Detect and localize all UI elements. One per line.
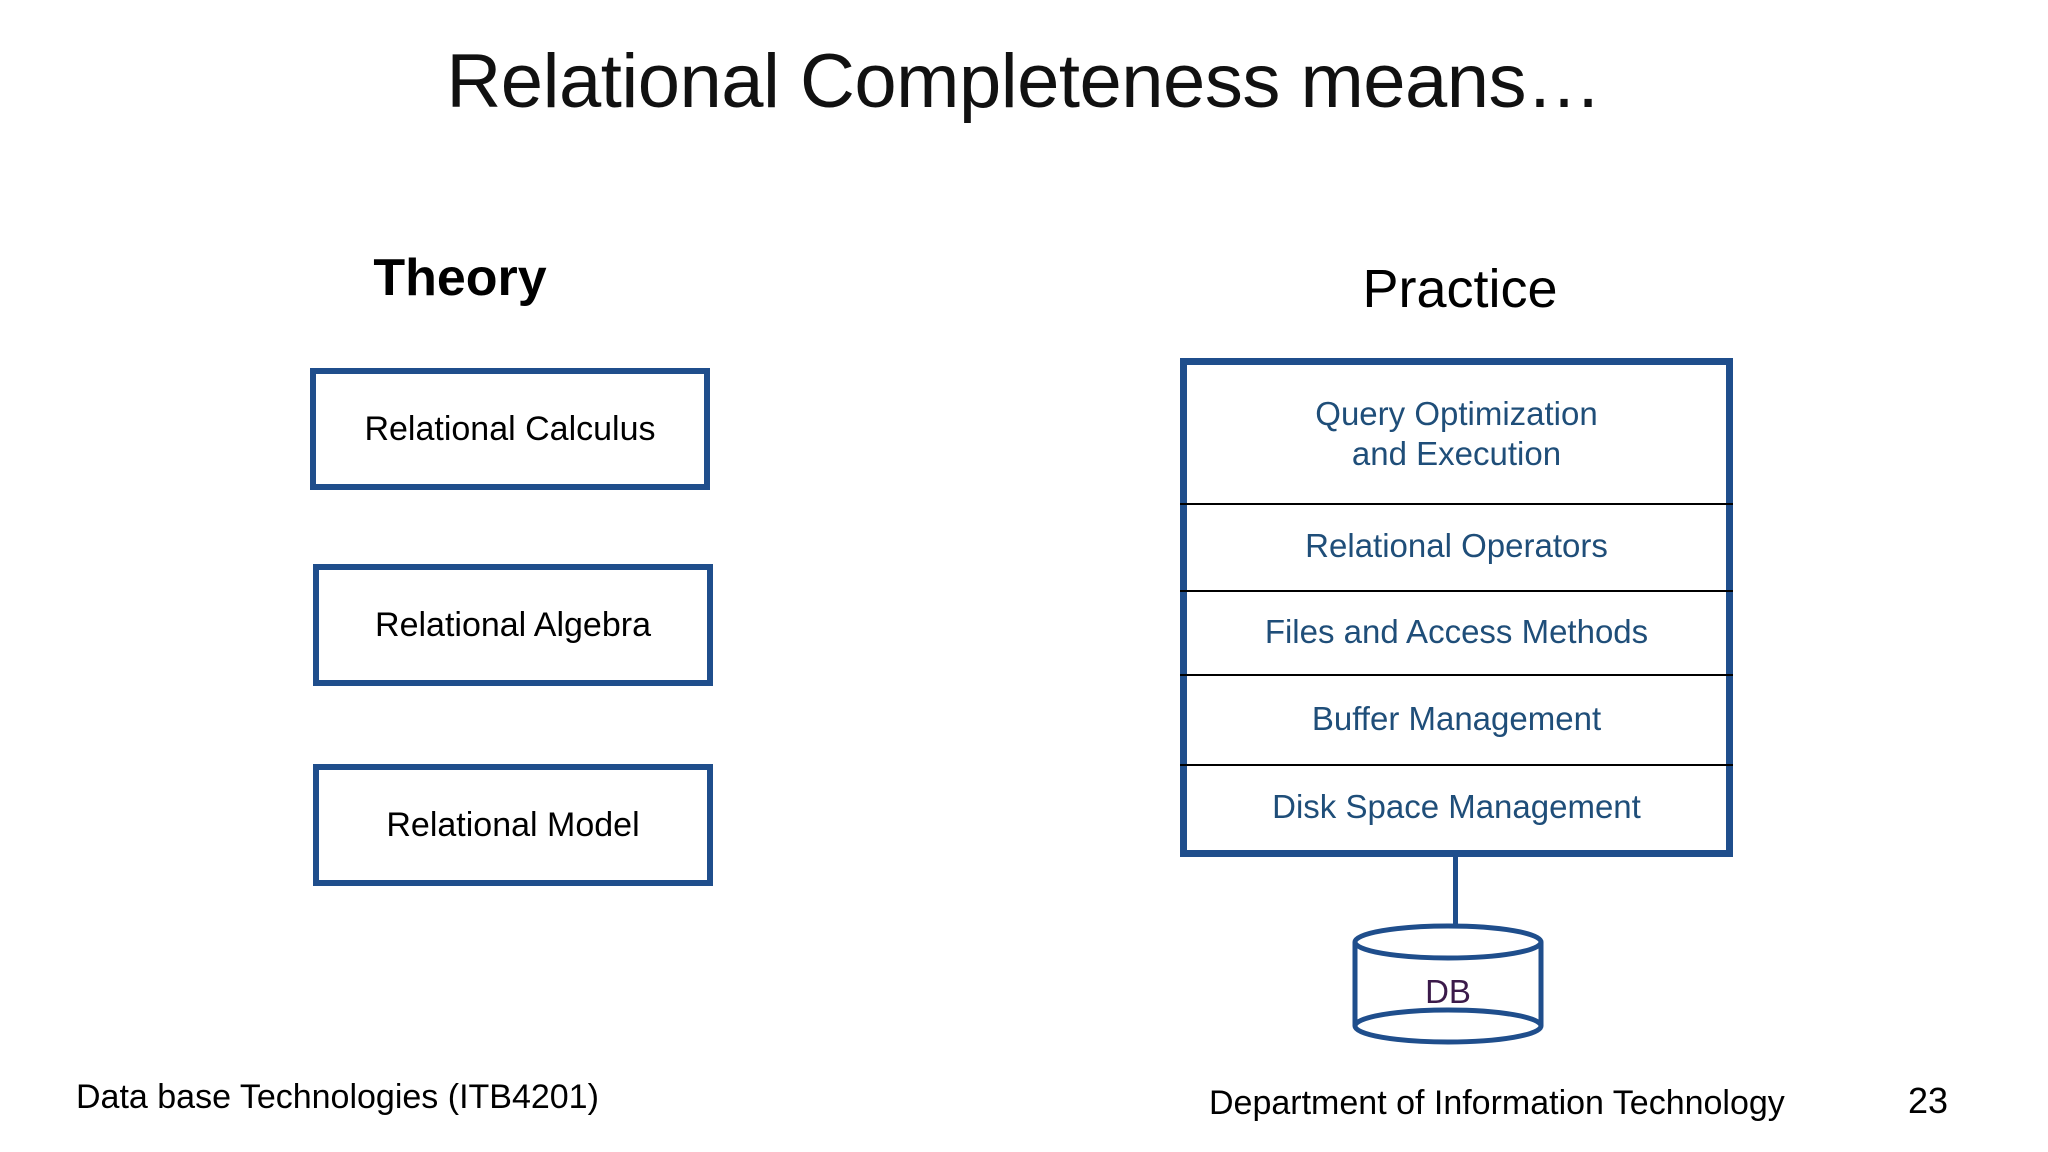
theory-box-label: Relational Model bbox=[386, 805, 640, 844]
stack-layer-label: Files and Access Methods bbox=[1264, 612, 1649, 650]
practice-stack: Query Optimization and Execution Relatio… bbox=[1180, 358, 1733, 857]
stack-layer-label: Buffer Management bbox=[1311, 699, 1602, 737]
theory-box-label: Relational Calculus bbox=[364, 409, 656, 448]
stack-layer-label: Disk Space Management bbox=[1272, 787, 1641, 825]
database-label: DB bbox=[1425, 973, 1471, 1010]
theory-box-relational-model: Relational Model bbox=[313, 764, 713, 886]
theory-heading: Theory bbox=[373, 249, 547, 307]
stack-layer-relational-operators: Relational Operators bbox=[1180, 503, 1733, 590]
stack-layer-buffer-management: Buffer Management bbox=[1180, 674, 1733, 764]
stack-layer-query-optimization-and-execution: Query Optimization and Execution bbox=[1187, 365, 1726, 503]
stack-layer-label: Relational Operators bbox=[1305, 527, 1608, 565]
theory-box-label: Relational Algebra bbox=[375, 605, 651, 644]
footer-page-number: 23 bbox=[1908, 1080, 1949, 1121]
stack-layer-files-and-access-methods: Files and Access Methods bbox=[1180, 590, 1733, 674]
database-cylinder-icon bbox=[1348, 923, 1548, 1045]
page-title: Relational Completeness means… bbox=[446, 39, 1602, 124]
stack-layer-disk-space-management: Disk Space Management bbox=[1180, 764, 1733, 850]
footer-department-name: Department of Information Technology bbox=[1209, 1084, 1785, 1122]
stack-layer-label-line2: and Execution bbox=[1351, 435, 1562, 472]
practice-heading: Practice bbox=[1362, 259, 1558, 319]
stack-layer-label-line1: Query Optimization bbox=[1315, 394, 1598, 432]
theory-box-relational-algebra: Relational Algebra bbox=[313, 564, 713, 686]
footer-course-title: Data base Technologies (ITB4201) bbox=[76, 1078, 599, 1116]
theory-box-relational-calculus: Relational Calculus bbox=[310, 368, 710, 490]
stack-layer-label: Query Optimization and Execution bbox=[1315, 394, 1597, 475]
stack-to-database-connector-line bbox=[1453, 857, 1458, 939]
